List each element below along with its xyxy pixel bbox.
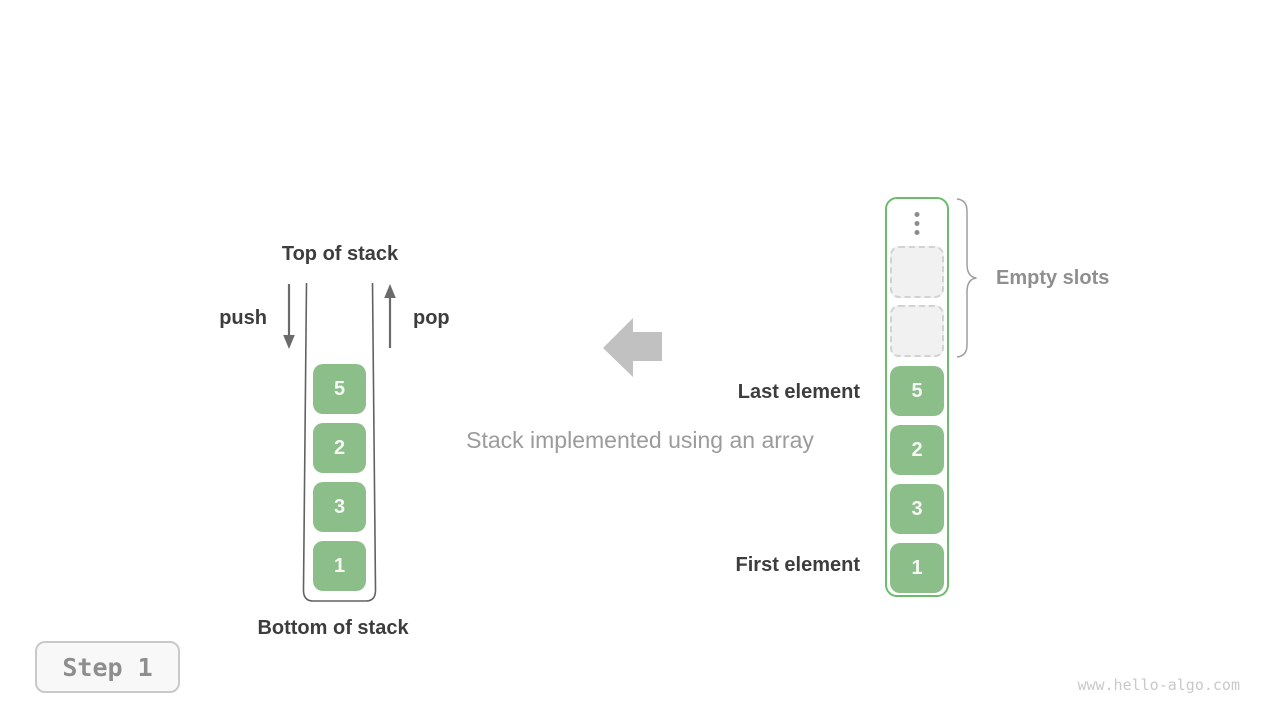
array-container: 5 2 3 1 [885, 197, 949, 597]
stack-item: 5 [313, 364, 366, 414]
array-item: 5 [890, 366, 944, 416]
vertical-ellipsis-icon [914, 212, 920, 235]
push-arrow-icon [283, 284, 295, 349]
first-element-label: First element [735, 554, 860, 576]
pop-arrow-icon [384, 284, 396, 348]
top-of-stack-label: Top of stack [281, 243, 399, 265]
pop-label: pop [413, 307, 450, 329]
stack-item: 1 [313, 541, 366, 591]
array-item: 2 [890, 425, 944, 475]
stack-item: 3 [313, 482, 366, 532]
push-label: push [219, 307, 267, 329]
stack-item: 2 [313, 423, 366, 473]
last-element-label: Last element [737, 381, 860, 403]
bottom-of-stack-label: Bottom of stack [257, 617, 409, 639]
watermark: www.hello-algo.com [1077, 676, 1240, 694]
empty-slots-label: Empty slots [996, 267, 1110, 289]
array-item: 3 [890, 484, 944, 534]
diagram-caption: Stack implemented using an array [466, 427, 814, 453]
empty-slot [890, 305, 944, 357]
empty-slots-brace-icon [956, 198, 977, 358]
empty-slot [890, 246, 944, 298]
array-item: 1 [890, 543, 944, 593]
step-badge: Step 1 [35, 641, 180, 693]
left-block-arrow-icon [603, 318, 662, 377]
